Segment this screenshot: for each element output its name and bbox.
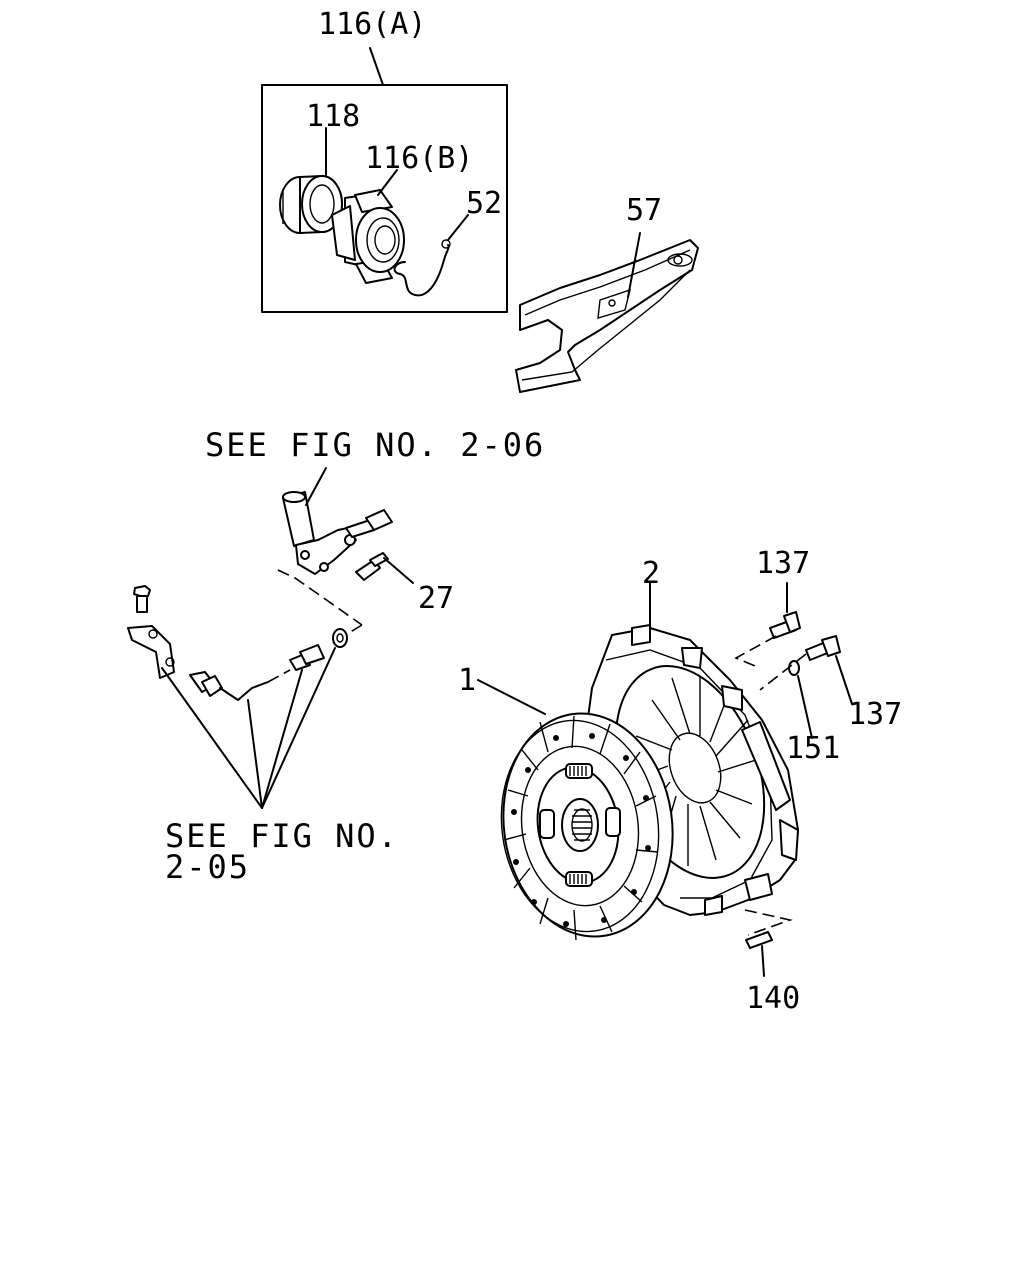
dowel-pin-part-140 [745,931,773,949]
callout-116b: 116(B) [365,141,473,176]
callout-137-lower: 137 [848,697,902,732]
kit-box-frame [261,84,508,313]
clutch-disc-part-1 [500,712,674,941]
note-see-fig-2-05-line1: SEE FIG NO. [165,817,399,855]
callout-1: 1 [458,663,476,698]
rivet-holes [511,733,651,927]
bolt-part-137-upper [769,611,801,639]
release-bearing-kit-group [261,47,508,313]
slave-cylinder-group [282,491,393,581]
release-bearing-part-116b [331,189,405,284]
callout-118: 118 [306,99,360,134]
callout-2: 2 [642,556,660,591]
damper-springs [539,763,621,887]
callout-151: 151 [786,731,840,766]
callout-57: 57 [626,193,662,228]
washer-part-151 [788,660,800,676]
spring-clip-part-52 [393,239,451,297]
hub-spline [572,809,592,841]
note-see-fig-2-05-line2: 2-05 [165,848,250,886]
clutch-pipe-group [127,585,348,701]
bolt-part-137-lower [805,635,841,661]
callout-137-upper: 137 [756,546,810,581]
callout-140: 140 [746,981,800,1016]
note-see-fig-2-06: SEE FIG NO. 2-06 [205,426,545,464]
callout-27: 27 [418,581,454,616]
callout-116a: 116(A) [318,7,426,42]
callout-52: 52 [466,186,502,221]
release-fork-part-57 [515,239,699,393]
